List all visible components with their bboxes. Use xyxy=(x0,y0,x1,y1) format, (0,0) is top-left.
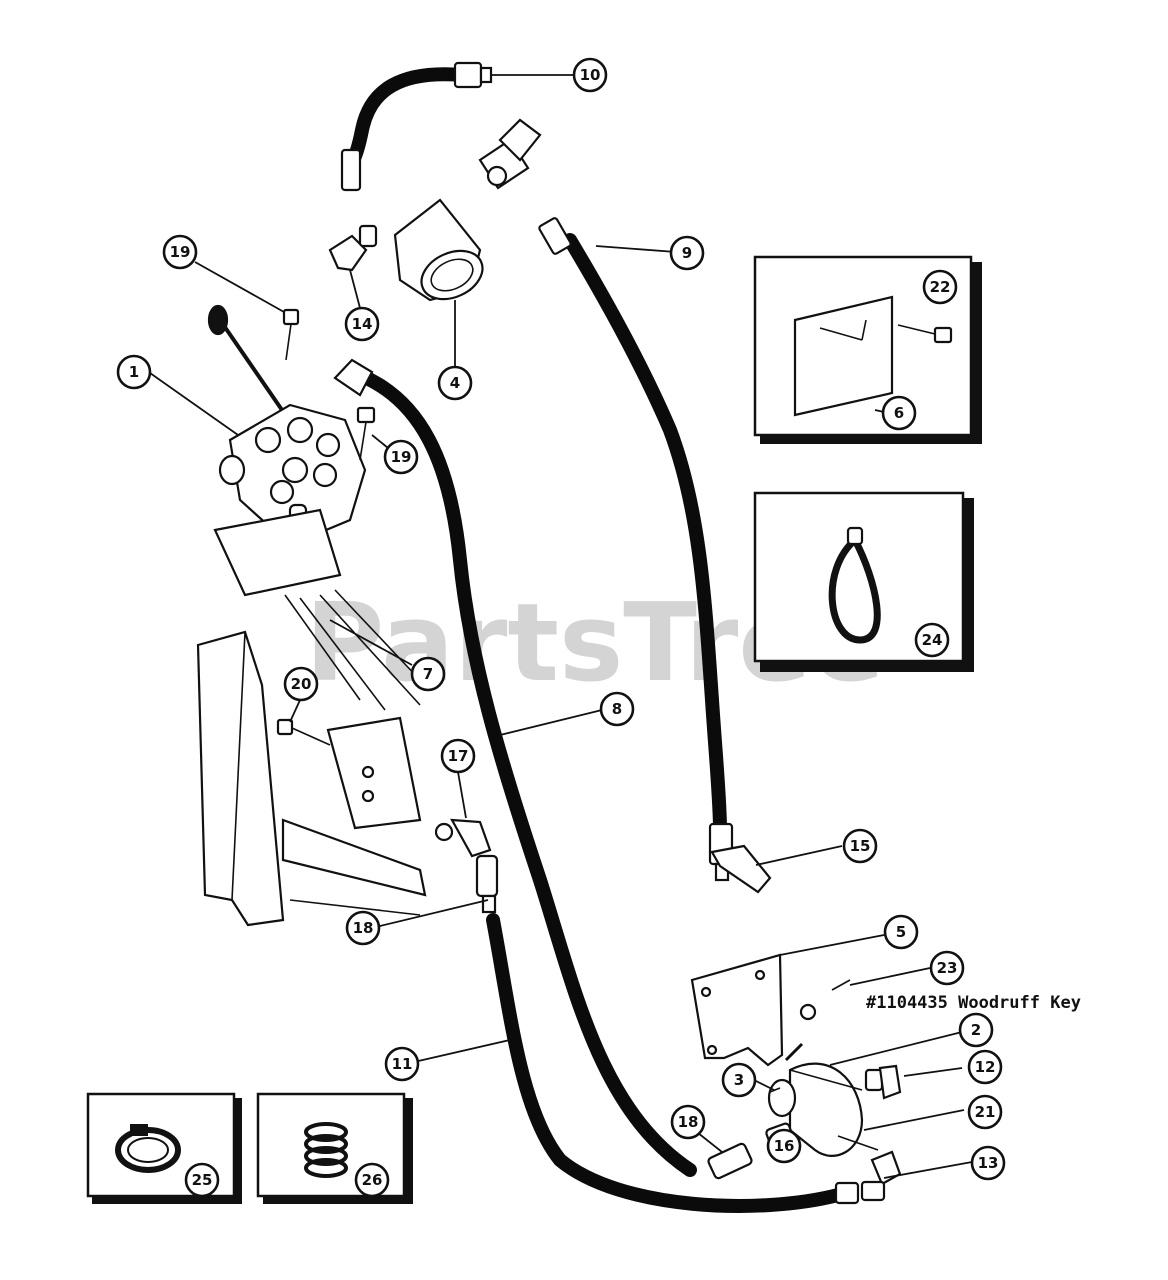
callout-18-lower: 18 xyxy=(670,1104,706,1140)
callout-14: 14 xyxy=(344,306,380,342)
callout-15: 15 xyxy=(842,828,878,864)
callout-3: 3 xyxy=(721,1062,757,1098)
svg-text:25: 25 xyxy=(192,1171,213,1189)
fitting-10 xyxy=(453,61,574,89)
svg-text:18: 18 xyxy=(678,1113,699,1131)
callout-18-upper: 18 xyxy=(345,910,381,946)
callout-12: 12 xyxy=(967,1049,1003,1085)
callout-4: 4 xyxy=(437,365,473,401)
callout-7: 7 xyxy=(410,656,446,692)
svg-text:7: 7 xyxy=(423,665,433,683)
callout-11: 11 xyxy=(384,1046,420,1082)
elbow-hose-8 xyxy=(333,358,374,397)
inset-box-24 xyxy=(753,491,974,672)
upright-support xyxy=(196,630,427,927)
fitting-12 xyxy=(864,1064,963,1100)
callout-20: 20 xyxy=(283,666,319,702)
callout-25: 25 xyxy=(184,1162,220,1198)
svg-text:6: 6 xyxy=(894,404,904,422)
callout-17: 17 xyxy=(440,738,476,774)
svg-text:21: 21 xyxy=(975,1103,996,1121)
svg-text:15: 15 xyxy=(850,837,871,855)
bolt-19-top xyxy=(194,261,300,361)
svg-text:26: 26 xyxy=(362,1171,383,1189)
callout-26: 26 xyxy=(354,1162,390,1198)
hose-9 xyxy=(563,233,727,837)
leader-11 xyxy=(413,1039,511,1063)
inset-box-26 xyxy=(256,1092,413,1204)
elbow-fitting-top xyxy=(478,118,542,190)
svg-text:19: 19 xyxy=(170,243,191,261)
leader-3 xyxy=(753,1079,775,1091)
svg-text:1: 1 xyxy=(129,363,139,381)
callout-5: 5 xyxy=(883,914,919,950)
elbow-17 xyxy=(434,771,492,858)
svg-text:20: 20 xyxy=(291,675,312,693)
svg-text:23: 23 xyxy=(937,959,958,977)
callout-23: 23 xyxy=(929,950,965,986)
svg-text:19: 19 xyxy=(391,448,412,466)
bolt-21 xyxy=(837,1109,965,1151)
svg-text:22: 22 xyxy=(930,278,951,296)
svg-text:13: 13 xyxy=(978,1154,999,1172)
fitting-18-upper xyxy=(379,854,499,927)
callout-6: 6 xyxy=(881,395,917,431)
hose-10 xyxy=(343,67,469,177)
callout-13: 13 xyxy=(970,1145,1006,1181)
leader-8 xyxy=(499,709,603,736)
control-valve-1 xyxy=(149,304,367,597)
callout-24: 24 xyxy=(914,622,950,658)
hose-10-end-fitting xyxy=(340,148,362,192)
callout-9: 9 xyxy=(669,235,705,271)
svg-text:16: 16 xyxy=(774,1137,795,1155)
svg-text:9: 9 xyxy=(682,244,692,262)
elbow-13 xyxy=(834,1150,973,1205)
inset-box-25 xyxy=(86,1092,242,1204)
svg-text:18: 18 xyxy=(353,919,374,937)
hose-8 xyxy=(353,368,697,1177)
svg-text:4: 4 xyxy=(450,374,460,392)
callout-8: 8 xyxy=(599,691,635,727)
pump-2 xyxy=(767,1031,963,1157)
fitting-9-top xyxy=(538,217,572,255)
shaft-key-3 xyxy=(769,1042,804,1093)
svg-text:5: 5 xyxy=(896,923,906,941)
filter-4 xyxy=(393,198,484,368)
svg-text:17: 17 xyxy=(448,747,469,765)
callout-21: 21 xyxy=(967,1094,1003,1130)
woodruff-key-note: #1104435 Woodruff Key xyxy=(866,993,1081,1013)
callout-22: 22 xyxy=(922,269,958,305)
frame-rails-7 xyxy=(284,589,421,711)
callout-2: 2 xyxy=(958,1012,994,1048)
bolt-19-right xyxy=(356,406,389,461)
callout-19-top: 19 xyxy=(162,234,198,270)
svg-text:8: 8 xyxy=(612,700,622,718)
leader-9 xyxy=(595,245,677,253)
woodruff-key-23 xyxy=(831,967,931,991)
elbow-14 xyxy=(328,224,378,309)
callout-10: 10 xyxy=(572,57,608,93)
svg-text:24: 24 xyxy=(922,631,943,649)
svg-text:12: 12 xyxy=(975,1058,996,1076)
callout-16: 16 xyxy=(766,1128,802,1164)
svg-text:10: 10 xyxy=(580,66,601,84)
pump-plate-5 xyxy=(690,934,885,1067)
hose-11 xyxy=(486,913,845,1213)
callout-19-right: 19 xyxy=(383,439,419,475)
svg-text:14: 14 xyxy=(352,315,373,333)
bracket-20 xyxy=(276,699,422,830)
fitting-15 xyxy=(708,822,843,894)
svg-text:2: 2 xyxy=(971,1021,981,1039)
callout-1: 1 xyxy=(116,354,152,390)
svg-text:11: 11 xyxy=(392,1055,413,1073)
svg-text:3: 3 xyxy=(734,1071,744,1089)
